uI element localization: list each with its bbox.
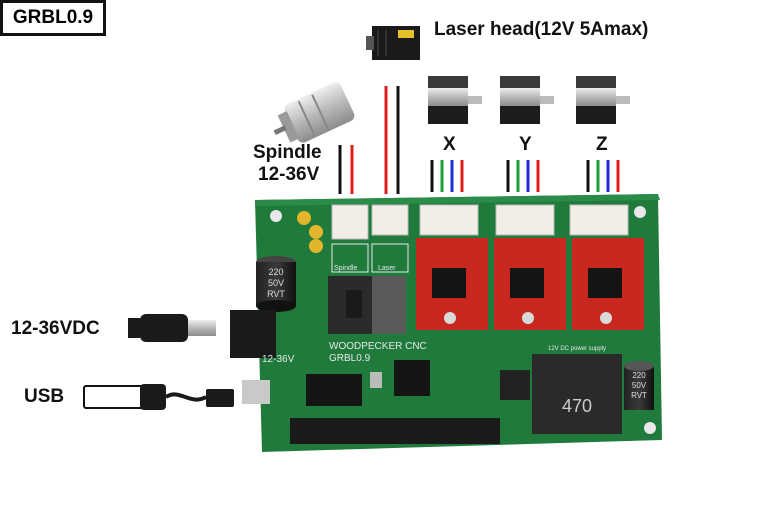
axis-y-label: Y bbox=[519, 134, 532, 155]
axis-z-label: Z bbox=[596, 134, 608, 155]
stepper-motor-z-icon bbox=[576, 76, 630, 124]
inductor-value: 470 bbox=[562, 396, 592, 416]
cap-right-line-3: RVT bbox=[631, 391, 647, 400]
cap-left-line-2: 50V bbox=[268, 278, 284, 288]
laser-wires bbox=[384, 86, 400, 194]
spindle-motor-icon bbox=[273, 82, 355, 143]
silk-laser: Laser bbox=[378, 265, 396, 272]
spindle-wires bbox=[338, 145, 354, 194]
cap-right-line-1: 220 bbox=[632, 371, 646, 380]
spindle-label: Spindle bbox=[253, 142, 322, 163]
title-text: GRBL0.9 bbox=[12, 7, 94, 28]
silk-power-supply: 12V DC power supply bbox=[548, 346, 606, 352]
laser-head-icon bbox=[366, 26, 420, 60]
stepper-motor-x-icon bbox=[428, 76, 482, 124]
stepper-driver-x bbox=[416, 238, 488, 330]
x-wires bbox=[430, 160, 464, 192]
dc-plug-icon bbox=[128, 314, 216, 342]
cap-left-line-3: RVT bbox=[267, 289, 285, 299]
cap-left-line-1: 220 bbox=[268, 267, 283, 277]
usb-plug-icon bbox=[83, 384, 234, 410]
power-input-label: 12-36VDC bbox=[11, 318, 100, 339]
pcb-board bbox=[230, 194, 662, 452]
spindle-voltage-label: 12-36V bbox=[258, 164, 320, 185]
z-wires bbox=[586, 160, 620, 192]
cap-right-line-2: 50V bbox=[632, 381, 647, 390]
silk-version: GRBL0.9 bbox=[329, 353, 371, 364]
silk-brand: WOODPECKER CNC bbox=[329, 341, 427, 352]
title-box: GRBL0.9 bbox=[0, 0, 106, 36]
laser-head-label: Laser head(12V 5Amax) bbox=[434, 19, 649, 40]
axis-x-label: X bbox=[443, 134, 456, 155]
stepper-motor-y-icon bbox=[500, 76, 554, 124]
stepper-driver-z bbox=[572, 238, 644, 330]
y-wires bbox=[506, 160, 540, 192]
stepper-driver-y bbox=[494, 238, 566, 330]
usb-label: USB bbox=[24, 386, 65, 407]
capacitor-left bbox=[256, 256, 296, 312]
silk-voltage: 12-36V bbox=[262, 354, 295, 365]
silk-spindle: Spindle bbox=[334, 265, 357, 272]
